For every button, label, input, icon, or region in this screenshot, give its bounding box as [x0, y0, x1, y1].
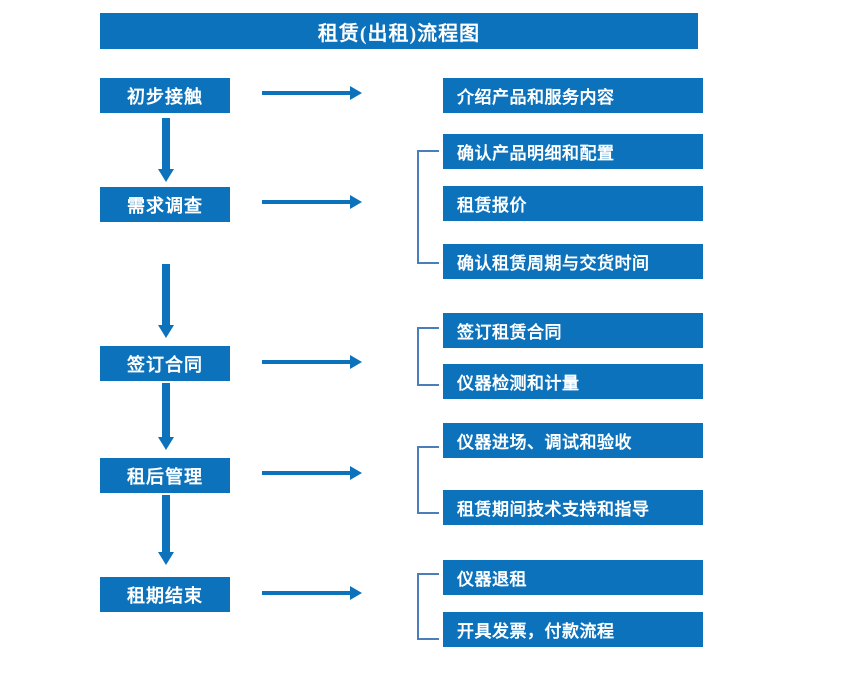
detail-box-introduce-products[interactable]: 介绍产品和服务内容	[443, 78, 703, 113]
bracket-stage-3-group	[417, 327, 439, 386]
arrow-shaft	[162, 118, 170, 169]
detail-box-invoice-payment[interactable]: 开具发票，付款流程	[443, 612, 703, 647]
stage-box-rental-end[interactable]: 租期结束	[100, 577, 230, 612]
arrow-shaft	[262, 591, 351, 595]
detail-box-technical-support[interactable]: 租赁期间技术支持和指导	[443, 490, 703, 525]
arrow-right-stage-4	[262, 466, 362, 480]
bracket-stage-5-group	[417, 573, 439, 640]
bracket-stage-4-group	[417, 446, 439, 514]
arrow-head	[350, 466, 362, 480]
stage-box-sign-contract[interactable]: 签订合同	[100, 346, 230, 381]
stage-box-initial-contact[interactable]: 初步接触	[100, 78, 230, 113]
arrow-head	[158, 437, 174, 450]
detail-box-instrument-entry-commissioning[interactable]: 仪器进场、调试和验收	[443, 423, 703, 458]
arrow-down-stage-3-to-4	[158, 383, 174, 450]
detail-box-sign-rental-contract[interactable]: 签订租赁合同	[443, 313, 703, 348]
arrow-shaft	[162, 383, 170, 437]
arrow-head	[158, 552, 174, 565]
arrow-head	[350, 355, 362, 369]
arrow-down-stage-1-to-2	[158, 118, 174, 182]
stage-box-post-rental-management[interactable]: 租后管理	[100, 458, 230, 493]
arrow-shaft	[262, 360, 351, 364]
arrow-down-stage-4-to-5	[158, 495, 174, 565]
detail-box-instrument-return[interactable]: 仪器退租	[443, 560, 703, 595]
arrow-head	[350, 86, 362, 100]
arrow-head	[350, 195, 362, 209]
detail-box-rental-quote[interactable]: 租赁报价	[443, 186, 703, 221]
stage-box-demand-survey[interactable]: 需求调查	[100, 187, 230, 222]
detail-box-confirm-product-spec[interactable]: 确认产品明细和配置	[443, 134, 703, 169]
arrow-shaft	[162, 264, 170, 325]
detail-box-instrument-inspection[interactable]: 仪器检测和计量	[443, 364, 703, 399]
detail-box-confirm-period-delivery[interactable]: 确认租赁周期与交货时间	[443, 244, 703, 279]
arrow-down-stage-2-to-3	[158, 264, 174, 338]
arrow-right-stage-1	[262, 86, 362, 100]
diagram-title: 租赁(出租)流程图	[100, 13, 698, 49]
arrow-right-stage-3	[262, 355, 362, 369]
arrow-right-stage-5	[262, 586, 362, 600]
arrow-head	[158, 325, 174, 338]
arrow-right-stage-2	[262, 195, 362, 209]
arrow-shaft	[162, 495, 170, 552]
arrow-head	[350, 586, 362, 600]
arrow-shaft	[262, 91, 351, 95]
arrow-shaft	[262, 200, 351, 204]
bracket-stage-2-group	[417, 150, 439, 264]
arrow-shaft	[262, 471, 351, 475]
arrow-head	[158, 169, 174, 182]
